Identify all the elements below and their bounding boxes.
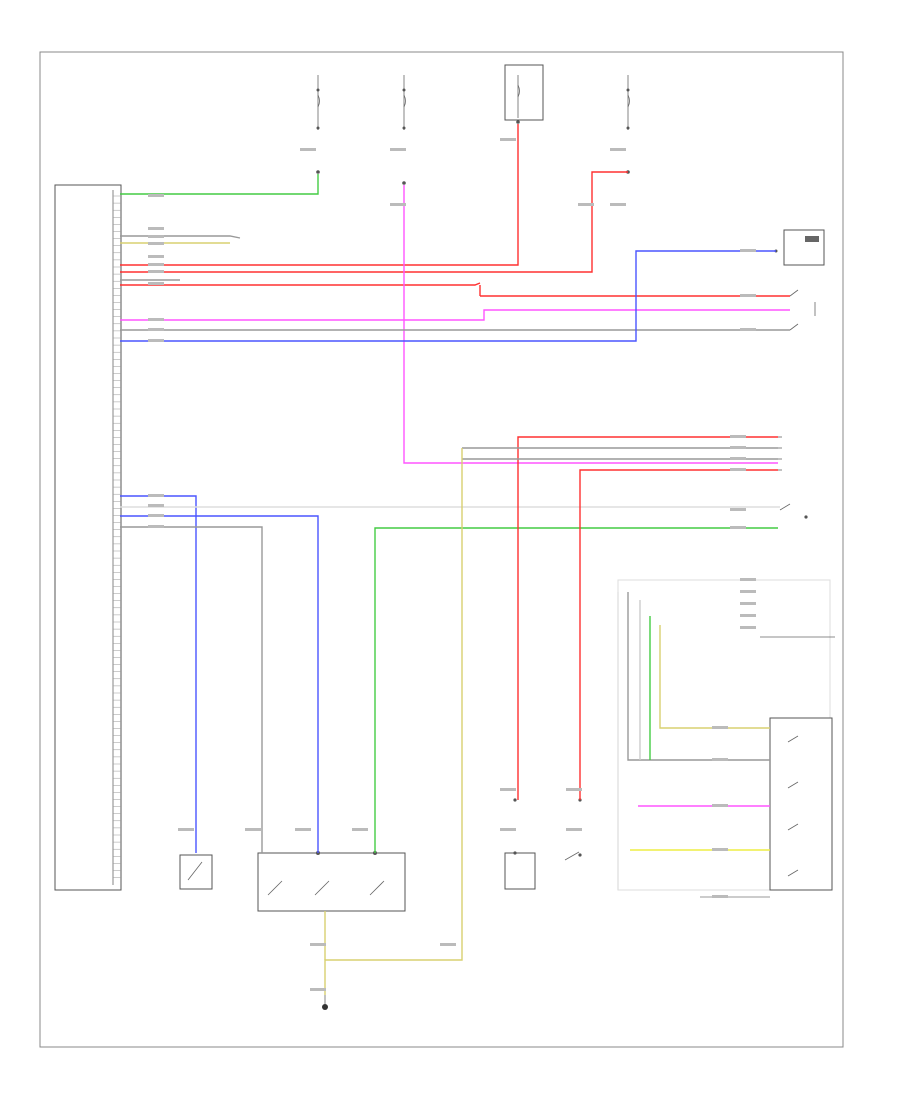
wire-gray-down [120, 526, 263, 853]
connector-middle-right [778, 436, 808, 519]
wire-tag [610, 203, 626, 206]
fuse-block-2 [402, 75, 406, 185]
wire-tag [148, 514, 164, 517]
wire-tag [390, 148, 406, 151]
wire-tag [500, 828, 516, 831]
fuse-block-4 [626, 75, 630, 174]
wire-tag [148, 282, 164, 285]
wire-tag [500, 788, 516, 791]
wire-tag [712, 895, 728, 898]
wire-tag [310, 943, 326, 946]
wire-red-1 [120, 124, 519, 266]
wire-tag [740, 590, 756, 593]
fuse-block-1 [316, 75, 320, 174]
wire-tag [148, 318, 164, 321]
lamp-left [504, 798, 536, 890]
wire-tag [295, 828, 311, 831]
wire-tag [148, 328, 164, 331]
wire-tag [740, 602, 756, 605]
wire-tag [578, 203, 594, 206]
wire-tag [148, 255, 164, 258]
wire-tag [148, 227, 164, 230]
switch-left [179, 854, 213, 890]
module-pin-ticks [113, 195, 121, 878]
diagram-frame [39, 51, 844, 1048]
wire-tag [148, 339, 164, 342]
wire-tag [148, 270, 164, 273]
wire-tag [740, 578, 756, 581]
control-module [54, 184, 122, 891]
wire-harness [120, 124, 790, 995]
wire-pink-2 [403, 185, 778, 464]
wire-tag [300, 148, 316, 151]
wire-tag [390, 203, 406, 206]
wire-tag [148, 263, 164, 266]
wire-tag [740, 249, 756, 252]
ground-symbol [322, 995, 328, 1010]
wire-tag [352, 828, 368, 831]
wire-tag [730, 457, 746, 460]
sensor-box-top-right [774, 229, 825, 266]
wire-tag [740, 626, 756, 629]
wire-tag [178, 828, 194, 831]
wire-tag [148, 235, 164, 238]
right-connector [789, 289, 816, 331]
wire-tag [610, 148, 626, 151]
wire-tag [712, 726, 728, 729]
wire-tag [740, 328, 756, 331]
wire-blue-3 [120, 515, 319, 853]
wire-tag [245, 828, 261, 831]
wire-red-bundle-2 [579, 469, 778, 800]
fuse-block-3 [504, 64, 544, 124]
wire-tag [566, 788, 582, 791]
wire-tag [148, 494, 164, 497]
wire-tag [148, 525, 164, 528]
lamp-right [564, 798, 582, 861]
wire-tag [730, 508, 746, 511]
wire-tag [566, 828, 582, 831]
wire-red-3 [120, 282, 481, 286]
wire-tag [500, 138, 516, 141]
wire-yellow-ground [324, 448, 463, 995]
wire-green-long [374, 527, 778, 853]
wire-tag [730, 468, 746, 471]
wire-tag [730, 435, 746, 438]
wire-tags [148, 138, 756, 991]
wire-red-bundle-1 [517, 436, 778, 800]
wire-tag [740, 294, 756, 297]
wire-tag [712, 758, 728, 761]
wire-tag [730, 446, 746, 449]
wire-tag [440, 943, 456, 946]
wire-tag [148, 194, 164, 197]
wire-blue-1 [120, 250, 776, 342]
wire-tag [148, 242, 164, 245]
multi-switch [257, 851, 406, 912]
wire-range-yellow [659, 625, 770, 729]
wire-tag [740, 614, 756, 617]
wire-blue-2 [120, 495, 197, 853]
wire-tag [730, 526, 746, 529]
wire-tag [310, 988, 326, 991]
wire-green-top [120, 174, 319, 195]
wire-tag [712, 848, 728, 851]
wire-gray-3 [120, 235, 241, 239]
wire-pink-1 [120, 309, 790, 321]
wire-tag [148, 504, 164, 507]
wire-red-2 [120, 171, 628, 273]
wire-tag [712, 804, 728, 807]
